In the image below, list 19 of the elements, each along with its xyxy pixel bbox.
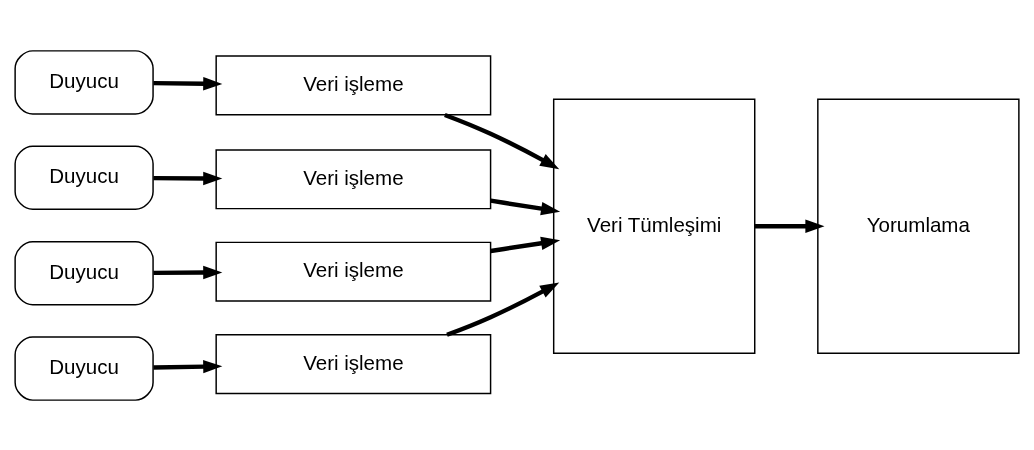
node-box: Duyucu bbox=[14, 49, 154, 115]
arrow bbox=[153, 265, 223, 279]
arrow bbox=[446, 281, 560, 337]
node-box: Veri Tümleşimi bbox=[552, 98, 756, 354]
node-box: Yorumlama bbox=[817, 98, 1020, 354]
arrow bbox=[153, 171, 223, 185]
arrow bbox=[153, 76, 223, 90]
arrow bbox=[490, 198, 561, 215]
node-box: Veri işleme bbox=[215, 333, 492, 394]
arrow bbox=[153, 359, 223, 373]
node-box: Duyucu bbox=[14, 240, 154, 305]
arrow bbox=[444, 112, 560, 169]
node-box: Duyucu bbox=[14, 335, 154, 401]
arrow bbox=[490, 236, 561, 253]
arrow bbox=[754, 219, 825, 233]
node-box: Veri işleme bbox=[215, 148, 492, 209]
node-box: Veri işleme bbox=[215, 54, 492, 115]
node-box: Duyucu bbox=[14, 145, 154, 210]
node-box: Veri işleme bbox=[215, 241, 492, 302]
